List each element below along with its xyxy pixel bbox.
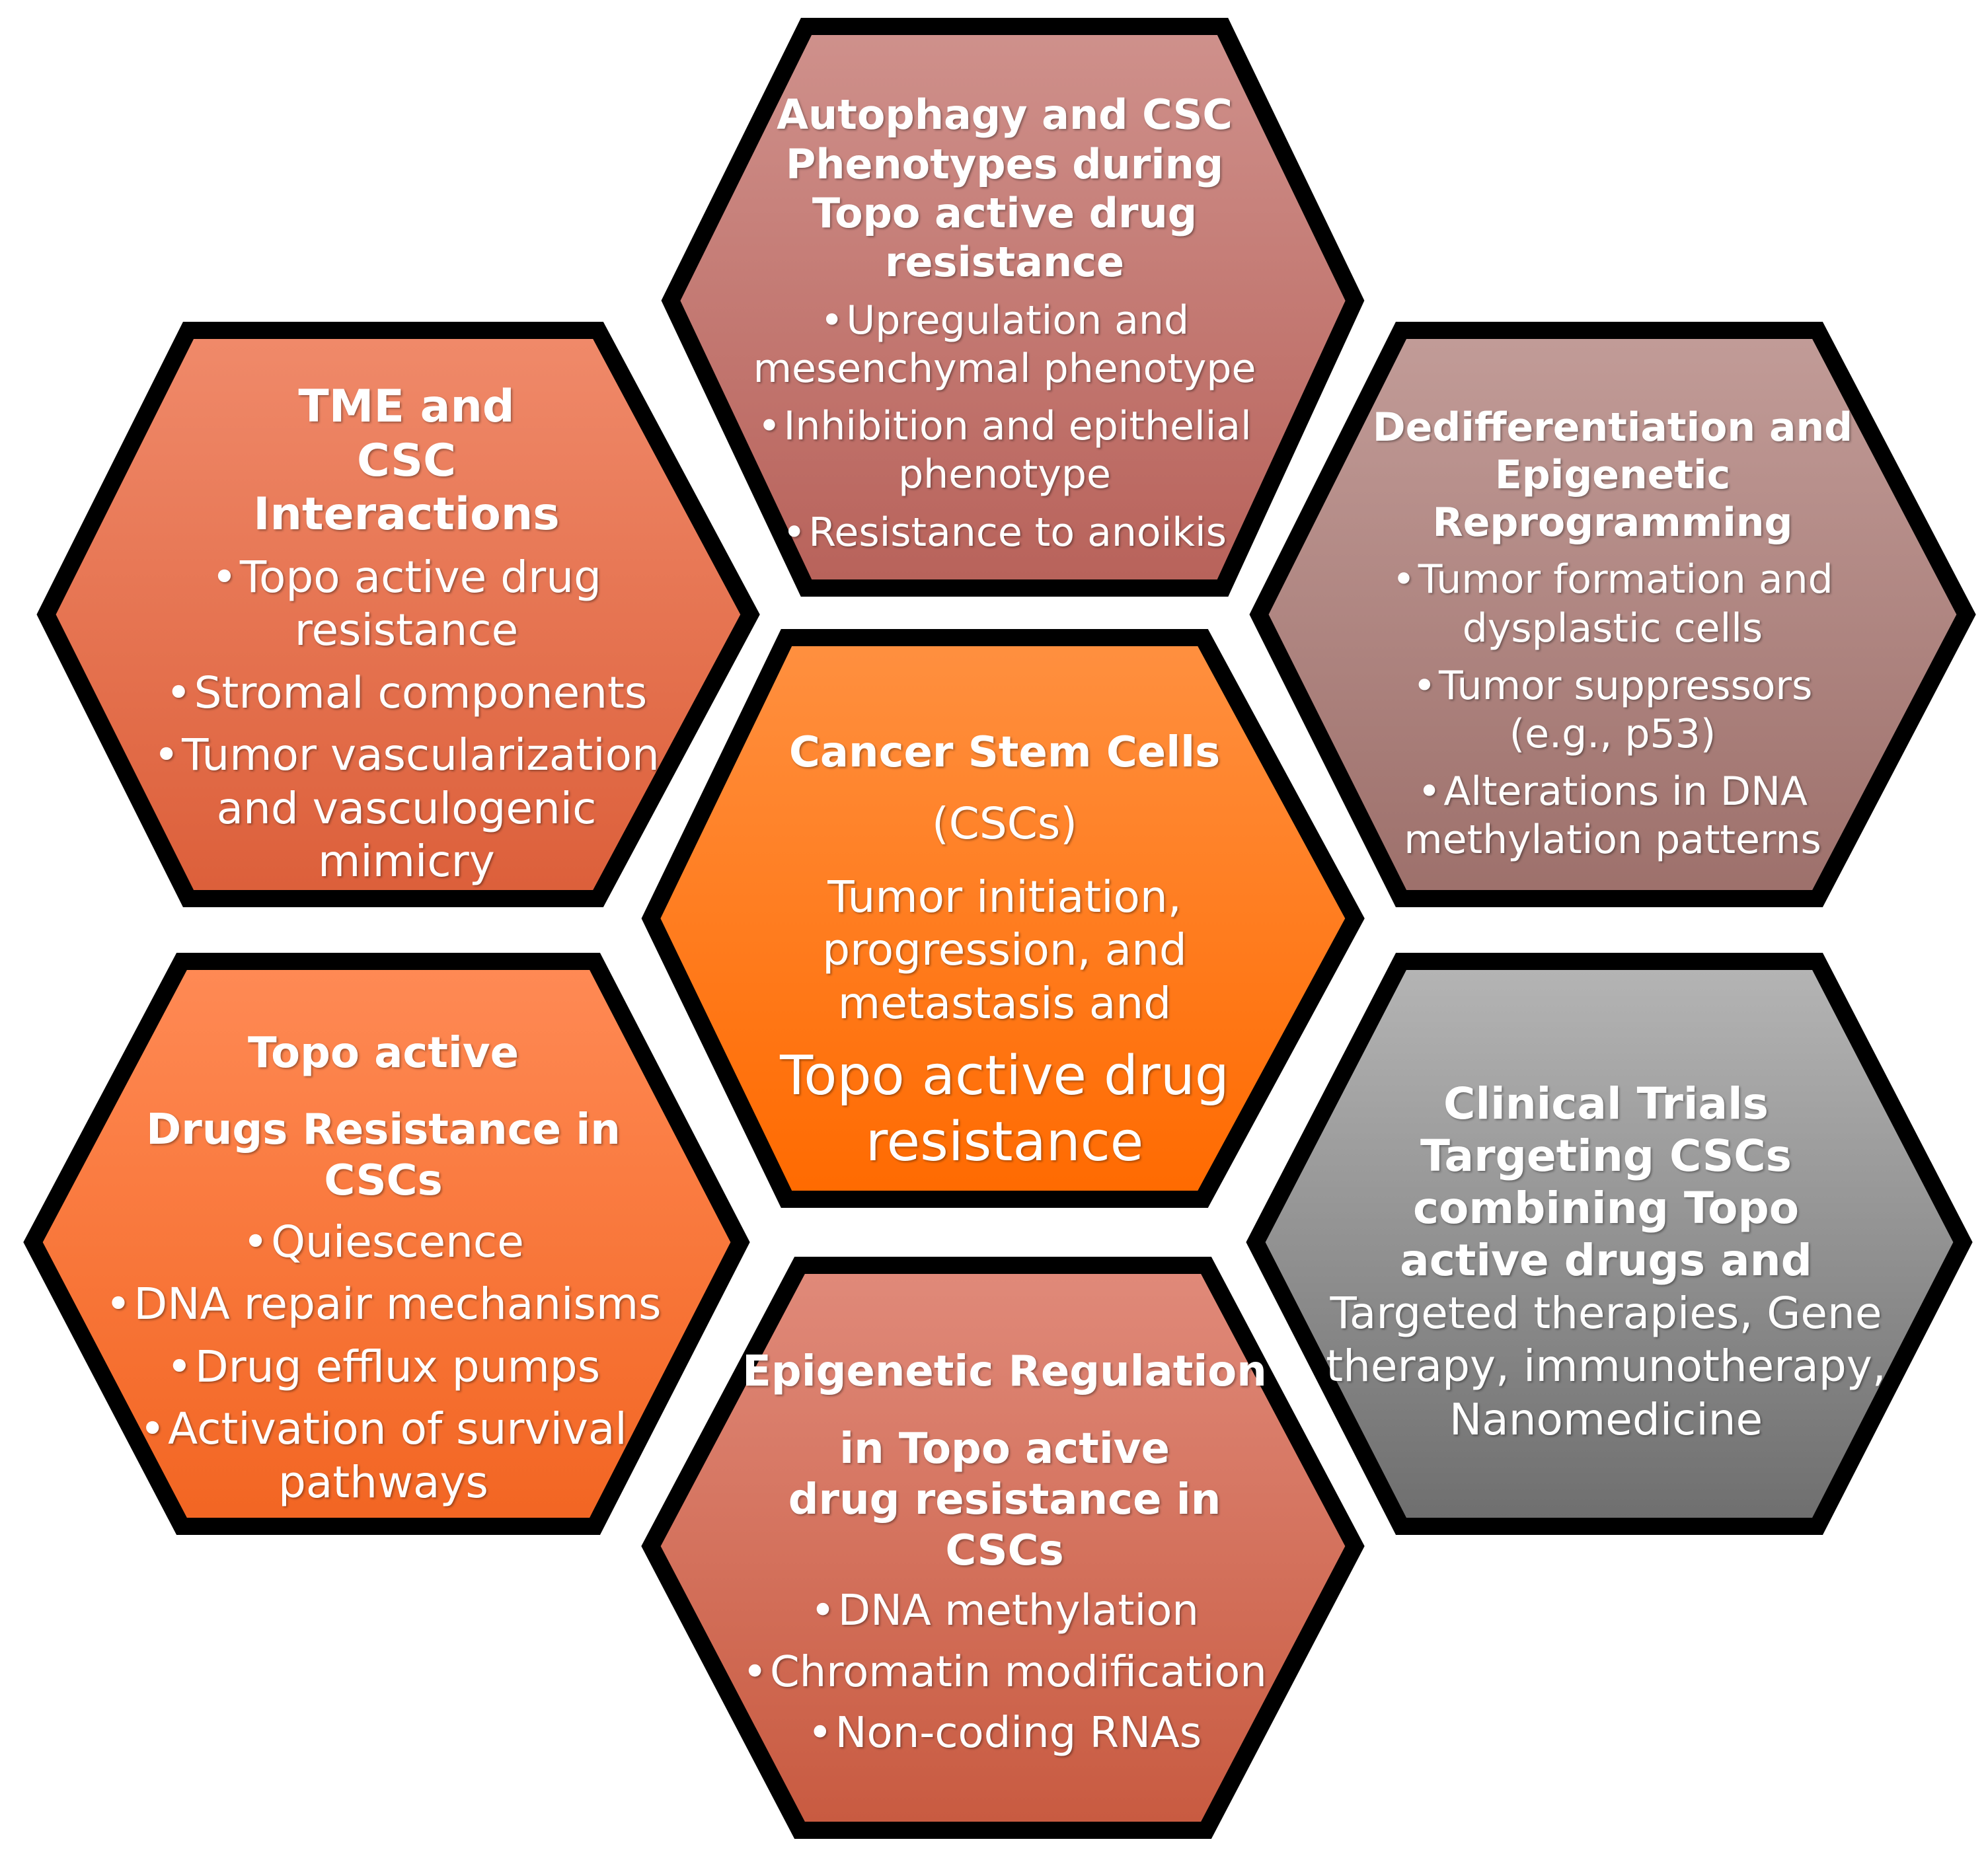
tme-title: TME and CSC Interactions (253, 381, 560, 541)
autophagy-item-2: •Inhibition and epithelial phenotype (757, 403, 1252, 498)
tme-item-2: •Stromal components (165, 667, 648, 718)
drug-resistance-title-1: Topo active (248, 1028, 519, 1078)
autophagy-item-3: •Resistance to anoikis (783, 509, 1227, 556)
csc-abbrev: (CSCs) (932, 798, 1077, 850)
epigenetic-title-1: Epigenetic Regulation (742, 1347, 1267, 1397)
drug-resistance-item-4: •Activation of survival pathways (139, 1403, 627, 1508)
epigenetic-item-1: •DNA methylation (810, 1586, 1199, 1636)
csc-drug-resistance: Topo active drug resistance (780, 1045, 1229, 1174)
csc-title: Cancer Stem Cells (788, 727, 1221, 777)
hexagon-dedifferentiation (1249, 322, 1976, 907)
drug-resistance-item-2: •DNA repair mechanisms (105, 1279, 662, 1330)
hexagon-drug-resistance (23, 953, 750, 1535)
hexagon-cancer-stem-cells (641, 629, 1365, 1208)
epigenetic-title-2: in Topo active drug resistance in CSCs (788, 1425, 1221, 1575)
clinical-trials-body: Targeted therapies, Gene therapy, immuno… (1326, 1287, 1886, 1445)
hexagon-epigenetic-regulation (641, 1257, 1365, 1839)
hexagon-tme (36, 322, 760, 907)
epigenetic-item-2: •Chromatin modification (742, 1647, 1267, 1697)
dedifferentiation-title: Dedifferentiation and Epigenetic Reprogr… (1372, 404, 1853, 546)
tme-item-3: •Tumor vascularization and vasculogenic … (153, 729, 660, 887)
hex-text-dedifferentiation: Dedifferentiation and Epigenetic Reprogr… (1328, 383, 1897, 885)
csc-roles: Tumor initiation, progression, and metas… (822, 871, 1187, 1029)
hex-text-drug-resistance: Topo active Drugs Resistance in CSCs •Qu… (86, 1011, 681, 1526)
clinical-trials-title: Clinical Trials Targeting CSCs combining… (1400, 1078, 1812, 1286)
tme-item-1: •Topo active drug resistance (211, 551, 601, 656)
hex-text-cancer-stem-cells: Cancer Stem Cells (CSCs) Tumor initiatio… (720, 687, 1289, 1216)
drug-resistance-item-1: •Quiescence (243, 1216, 524, 1267)
hexagon-clinical-trials (1246, 953, 1973, 1535)
drug-resistance-item-3: •Drug efflux pumps (166, 1341, 601, 1392)
autophagy-title: Autophagy and CSC Phenotypes during Topo… (777, 91, 1233, 287)
dedifferentiation-item-1: •Tumor formation and dysplastic cells (1392, 556, 1833, 651)
hex-text-tme: TME and CSC Interactions •Topo active dr… (119, 381, 694, 887)
drug-resistance-title-2: Drugs Resistance in CSCs (146, 1105, 621, 1206)
hex-text-autophagy: Autophagy and CSC Phenotypes during Topo… (734, 79, 1276, 568)
dedifferentiation-item-3: •Alterations in DNA methylation patterns (1404, 768, 1821, 864)
autophagy-item-1: •Upregulation and mesenchymal phenotype (753, 297, 1256, 392)
hex-text-epigenetic-regulation: Epigenetic Regulation in Topo active dru… (727, 1295, 1282, 1810)
hex-text-clinical-trials: Clinical Trials Targeting CSCs combining… (1309, 991, 1903, 1533)
hexagon-autophagy (661, 18, 1365, 597)
dedifferentiation-item-2: •Tumor suppressors (e.g., p53) (1412, 662, 1813, 757)
epigenetic-item-3: •Non-coding RNAs (807, 1708, 1202, 1758)
